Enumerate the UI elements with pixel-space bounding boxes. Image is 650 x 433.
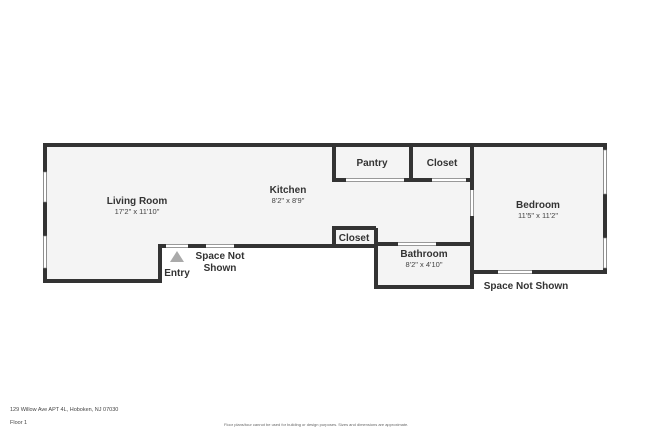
kitchen-dims: 8'2" x 8'9": [272, 196, 305, 205]
living-room-label: Living Room: [107, 196, 168, 207]
disclaimer-text: Floor plans/tour cannot be used for buil…: [224, 422, 409, 427]
closet-small-label: Closet: [339, 233, 370, 244]
space-not-shown-label-1b: Shown: [204, 263, 237, 274]
bedroom-label: Bedroom: [516, 200, 560, 211]
space-not-shown-label-2: Space Not Shown: [484, 281, 568, 292]
pantry-label: Pantry: [356, 158, 388, 169]
bathroom-label: Bathroom: [400, 249, 447, 260]
floor-label: Floor 1: [10, 420, 28, 426]
entry-arrow-icon: [170, 251, 184, 262]
bathroom-dims: 8'2" x 4'10": [406, 260, 443, 269]
openings: [166, 178, 532, 274]
opening-edges: [166, 181, 532, 274]
entry-label: Entry: [164, 268, 190, 279]
closet-top-label: Closet: [427, 158, 458, 169]
bedroom-dims: 11'5" x 11'2": [518, 211, 558, 220]
kitchen-label: Kitchen: [270, 185, 307, 196]
address-text: 129 Willow Ave APT 4L, Hoboken, NJ 07030: [10, 407, 119, 413]
windows: [43, 149, 607, 269]
space-not-shown-label-1a: Space Not: [196, 251, 246, 262]
living-room-dims: 17'2" x 11'10": [115, 207, 160, 216]
